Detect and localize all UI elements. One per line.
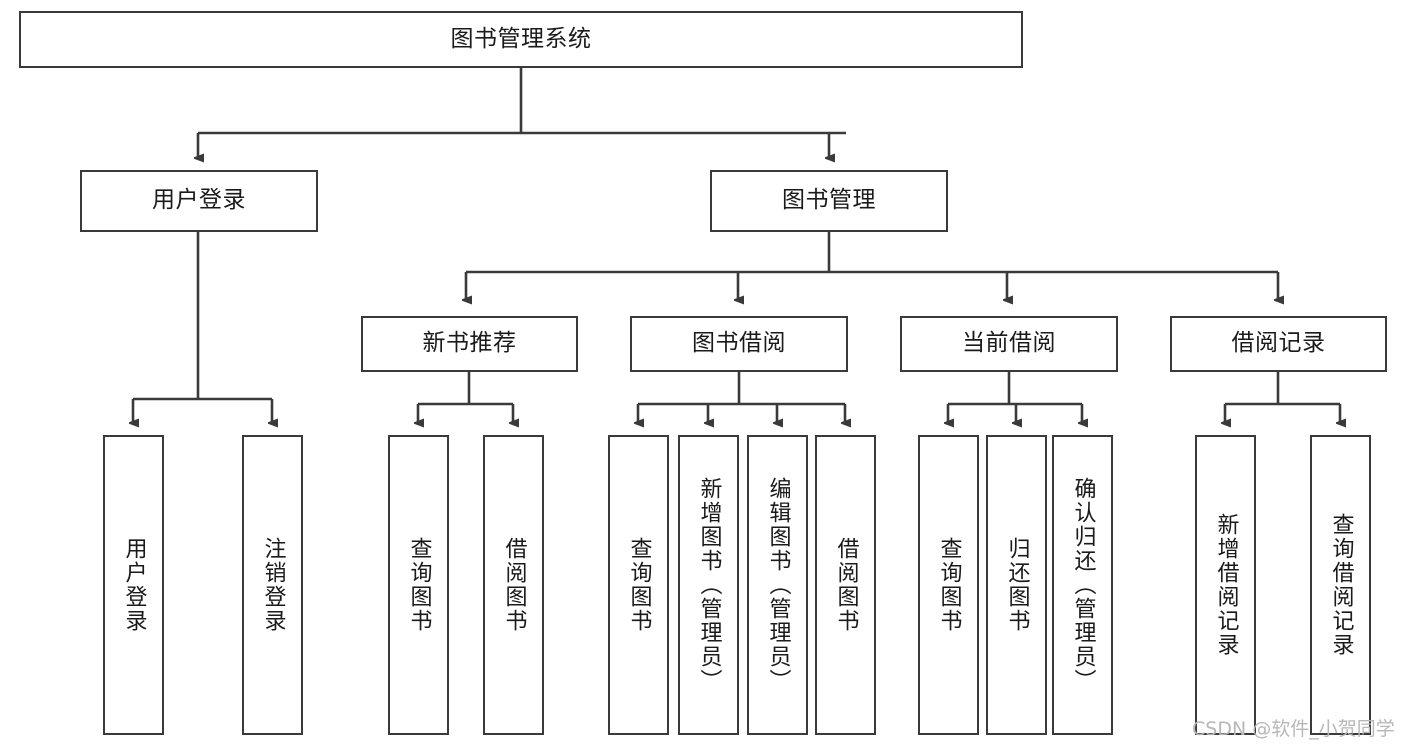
node-label: 用户登录 [121,537,147,633]
node-label: 新书推荐 [422,330,517,357]
node-label: 用户登录 [152,187,246,214]
node-label: 确认归还（管理员） [1070,477,1096,693]
node-leaf-add-borrow-record[interactable]: 新增借阅记录 [1195,435,1256,735]
node-label: 新增借阅记录 [1213,513,1239,657]
node-leaf-query-borrow-record[interactable]: 查询借阅记录 [1310,435,1371,735]
node-current-borrow[interactable]: 当前借阅 [900,316,1118,372]
node-label: 图书管理 [782,187,876,214]
node-leaf-borrow-book-recommend[interactable]: 借阅图书 [483,435,544,735]
node-borrow-record[interactable]: 借阅记录 [1170,316,1387,372]
node-new-book-recommend[interactable]: 新书推荐 [361,316,578,372]
node-label: 借阅记录 [1231,330,1326,357]
node-leaf-query-book-current[interactable]: 查询图书 [918,435,979,735]
node-leaf-logout-login[interactable]: 注销登录 [242,435,303,735]
node-label: 图书管理系统 [450,25,592,52]
node-leaf-query-book-borrow[interactable]: 查询图书 [608,435,669,735]
node-label: 借阅图书 [833,537,859,633]
node-leaf-borrow-book[interactable]: 借阅图书 [815,435,876,735]
node-book-borrow[interactable]: 图书借阅 [630,316,848,372]
node-leaf-user-login[interactable]: 用户登录 [103,435,164,735]
node-label: 图书借阅 [692,330,786,357]
node-label: 查询图书 [626,537,652,633]
node-user-login[interactable]: 用户登录 [80,170,318,232]
node-label: 新增图书（管理员） [696,477,722,693]
node-label: 编辑图书（管理员） [765,477,791,693]
node-leaf-edit-book[interactable]: 编辑图书（管理员） [747,435,808,735]
node-label: 查询图书 [936,537,962,633]
node-label: 借阅图书 [501,537,527,633]
node-book-management[interactable]: 图书管理 [710,170,948,232]
node-label: 注销登录 [260,537,286,633]
node-leaf-confirm-return[interactable]: 确认归还（管理员） [1052,435,1113,735]
node-leaf-query-book-recommend[interactable]: 查询图书 [388,435,449,735]
watermark-text: CSDN @软件_小贺同学 [1192,718,1395,740]
node-label: 查询图书 [406,537,432,633]
node-leaf-add-book[interactable]: 新增图书（管理员） [678,435,739,735]
node-label: 查询借阅记录 [1328,513,1354,657]
node-leaf-return-book[interactable]: 归还图书 [986,435,1047,735]
node-root-book-management-system[interactable]: 图书管理系统 [19,11,1023,68]
node-label: 当前借阅 [962,330,1056,357]
node-label: 归还图书 [1004,537,1030,633]
